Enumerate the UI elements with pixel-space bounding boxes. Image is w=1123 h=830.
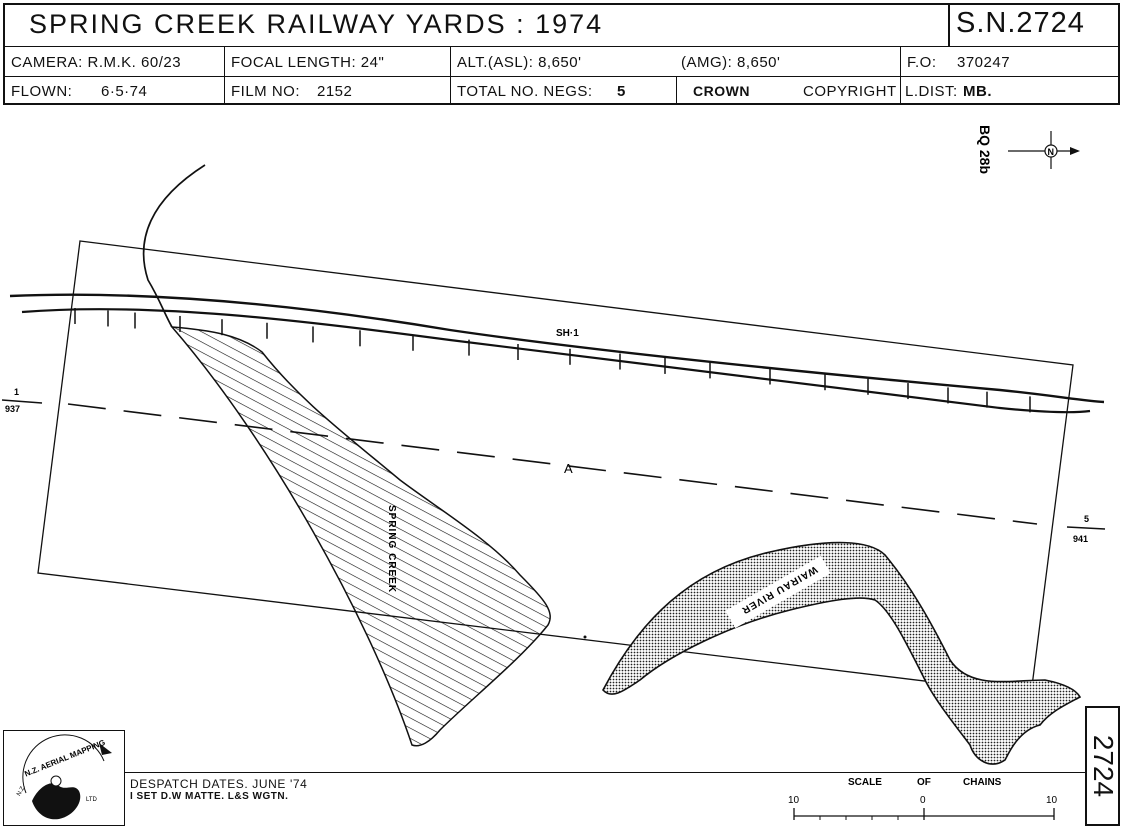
- run-marker-end: 5 941: [1066, 514, 1106, 544]
- scale-title-3: CHAINS: [963, 777, 1002, 788]
- ldist-label: L.DIST:: [905, 83, 958, 100]
- svg-text:N.Z.: N.Z.: [16, 784, 27, 797]
- svg-text:N.Z. AERIAL MAPPING: N.Z. AERIAL MAPPING: [23, 738, 106, 779]
- ldist-value: MB.: [963, 83, 992, 100]
- ldist-cell: L.DIST: MB.: [901, 77, 1118, 105]
- svg-text:LTD: LTD: [86, 797, 98, 803]
- sheet-number: S.N.2724: [956, 7, 1085, 39]
- svg-text:1: 1: [14, 387, 19, 397]
- flown-label: FLOWN:: [11, 83, 73, 100]
- flown-value: 6·5·74: [101, 83, 148, 100]
- sheet-number-cell: S.N.2724: [949, 5, 1118, 47]
- run-marker-start: 1 937: [1, 387, 43, 414]
- photo-centre-dot: [583, 635, 587, 639]
- fo-value: 370247: [957, 54, 1011, 71]
- title-block: SPRING CREEK RAILWAY YARDS : 1974 S.N.27…: [3, 3, 1120, 105]
- svg-text:937: 937: [5, 404, 20, 414]
- scale-title-1: SCALE: [848, 777, 882, 788]
- reference-code: BQ 28b: [977, 125, 993, 174]
- svg-text:941: 941: [1073, 534, 1088, 544]
- north-letter: N: [1048, 147, 1055, 157]
- map-title: SPRING CREEK RAILWAY YARDS : 1974: [29, 9, 604, 39]
- negs-value: 5: [617, 83, 626, 100]
- alt-asl-cell: ALT.(ASL): 8,650': [451, 47, 677, 77]
- wairau-river-area: [602, 541, 1082, 765]
- crown-label: CROWN: [693, 83, 750, 99]
- north-arrow-icon: N: [1008, 131, 1080, 169]
- spring-creek-area: [170, 326, 551, 747]
- negs-label: TOTAL NO. NEGS:: [457, 83, 593, 100]
- focal-length-label: FOCAL LENGTH: 24": [231, 54, 385, 71]
- despatch-box: DESPATCH DATES. JUNE '74 I SET D.W MATTE…: [125, 772, 1085, 826]
- fo-label: F.O:: [907, 54, 937, 71]
- flight-line: [67, 403, 1038, 525]
- alt-asl-label: ALT.(ASL): 8,650': [457, 54, 582, 71]
- film-value: 2152: [317, 83, 353, 100]
- title-cell: SPRING CREEK RAILWAY YARDS : 1974: [5, 5, 949, 47]
- camera-cell: CAMERA: R.M.K. 60/23: [5, 47, 225, 77]
- scale-left: 10: [788, 795, 800, 806]
- amg-label: (AMG): 8,650': [681, 54, 781, 71]
- nz-aerial-mapping-logo: N.Z. AERIAL MAPPING N.Z. LTD: [16, 734, 112, 820]
- scale-bar: SCALE OF CHAINS 10 0 10: [788, 777, 1058, 820]
- scale-mid: 0: [920, 795, 926, 806]
- highway-road: [9, 293, 1105, 404]
- side-number: 2724: [1088, 734, 1119, 798]
- scale-title-2: OF: [917, 777, 931, 788]
- creek-line: [142, 164, 206, 328]
- flight-line-label: A: [564, 461, 573, 476]
- footer-frame: N.Z. AERIAL MAPPING N.Z. LTD DESPATCH DA…: [3, 706, 1120, 826]
- side-number-box: 2724: [1085, 706, 1120, 826]
- logo-box: N.Z. AERIAL MAPPING N.Z. LTD: [3, 730, 125, 826]
- scale-right: 10: [1046, 795, 1058, 806]
- railway-line: [21, 308, 1091, 414]
- despatch-line-1: DESPATCH DATES. JUNE '74: [130, 777, 308, 791]
- railway-ticks: [74, 307, 1031, 413]
- flown-cell: FLOWN: 6·5·74: [5, 77, 225, 105]
- fo-cell: F.O: 370247: [901, 47, 1118, 77]
- camera-label: CAMERA: R.M.K. 60/23: [11, 54, 182, 71]
- focal-length-cell: FOCAL LENGTH: 24": [225, 47, 451, 77]
- negs-cell: TOTAL NO. NEGS: 5: [451, 77, 677, 105]
- highway-label: SH·1: [556, 328, 579, 339]
- svg-text:5: 5: [1084, 514, 1089, 524]
- despatch-line-2: I SET D.W MATTE. L&S WGTN.: [130, 791, 289, 802]
- crown-copyright-cell: CROWN COPYRIGHT: [677, 77, 901, 105]
- film-label: FILM NO:: [231, 83, 301, 100]
- film-cell: FILM NO: 2152: [225, 77, 451, 105]
- amg-cell: (AMG): 8,650': [677, 47, 901, 77]
- creek-label: SPRING CREEK: [386, 505, 397, 593]
- copyright-label: COPYRIGHT: [803, 83, 897, 100]
